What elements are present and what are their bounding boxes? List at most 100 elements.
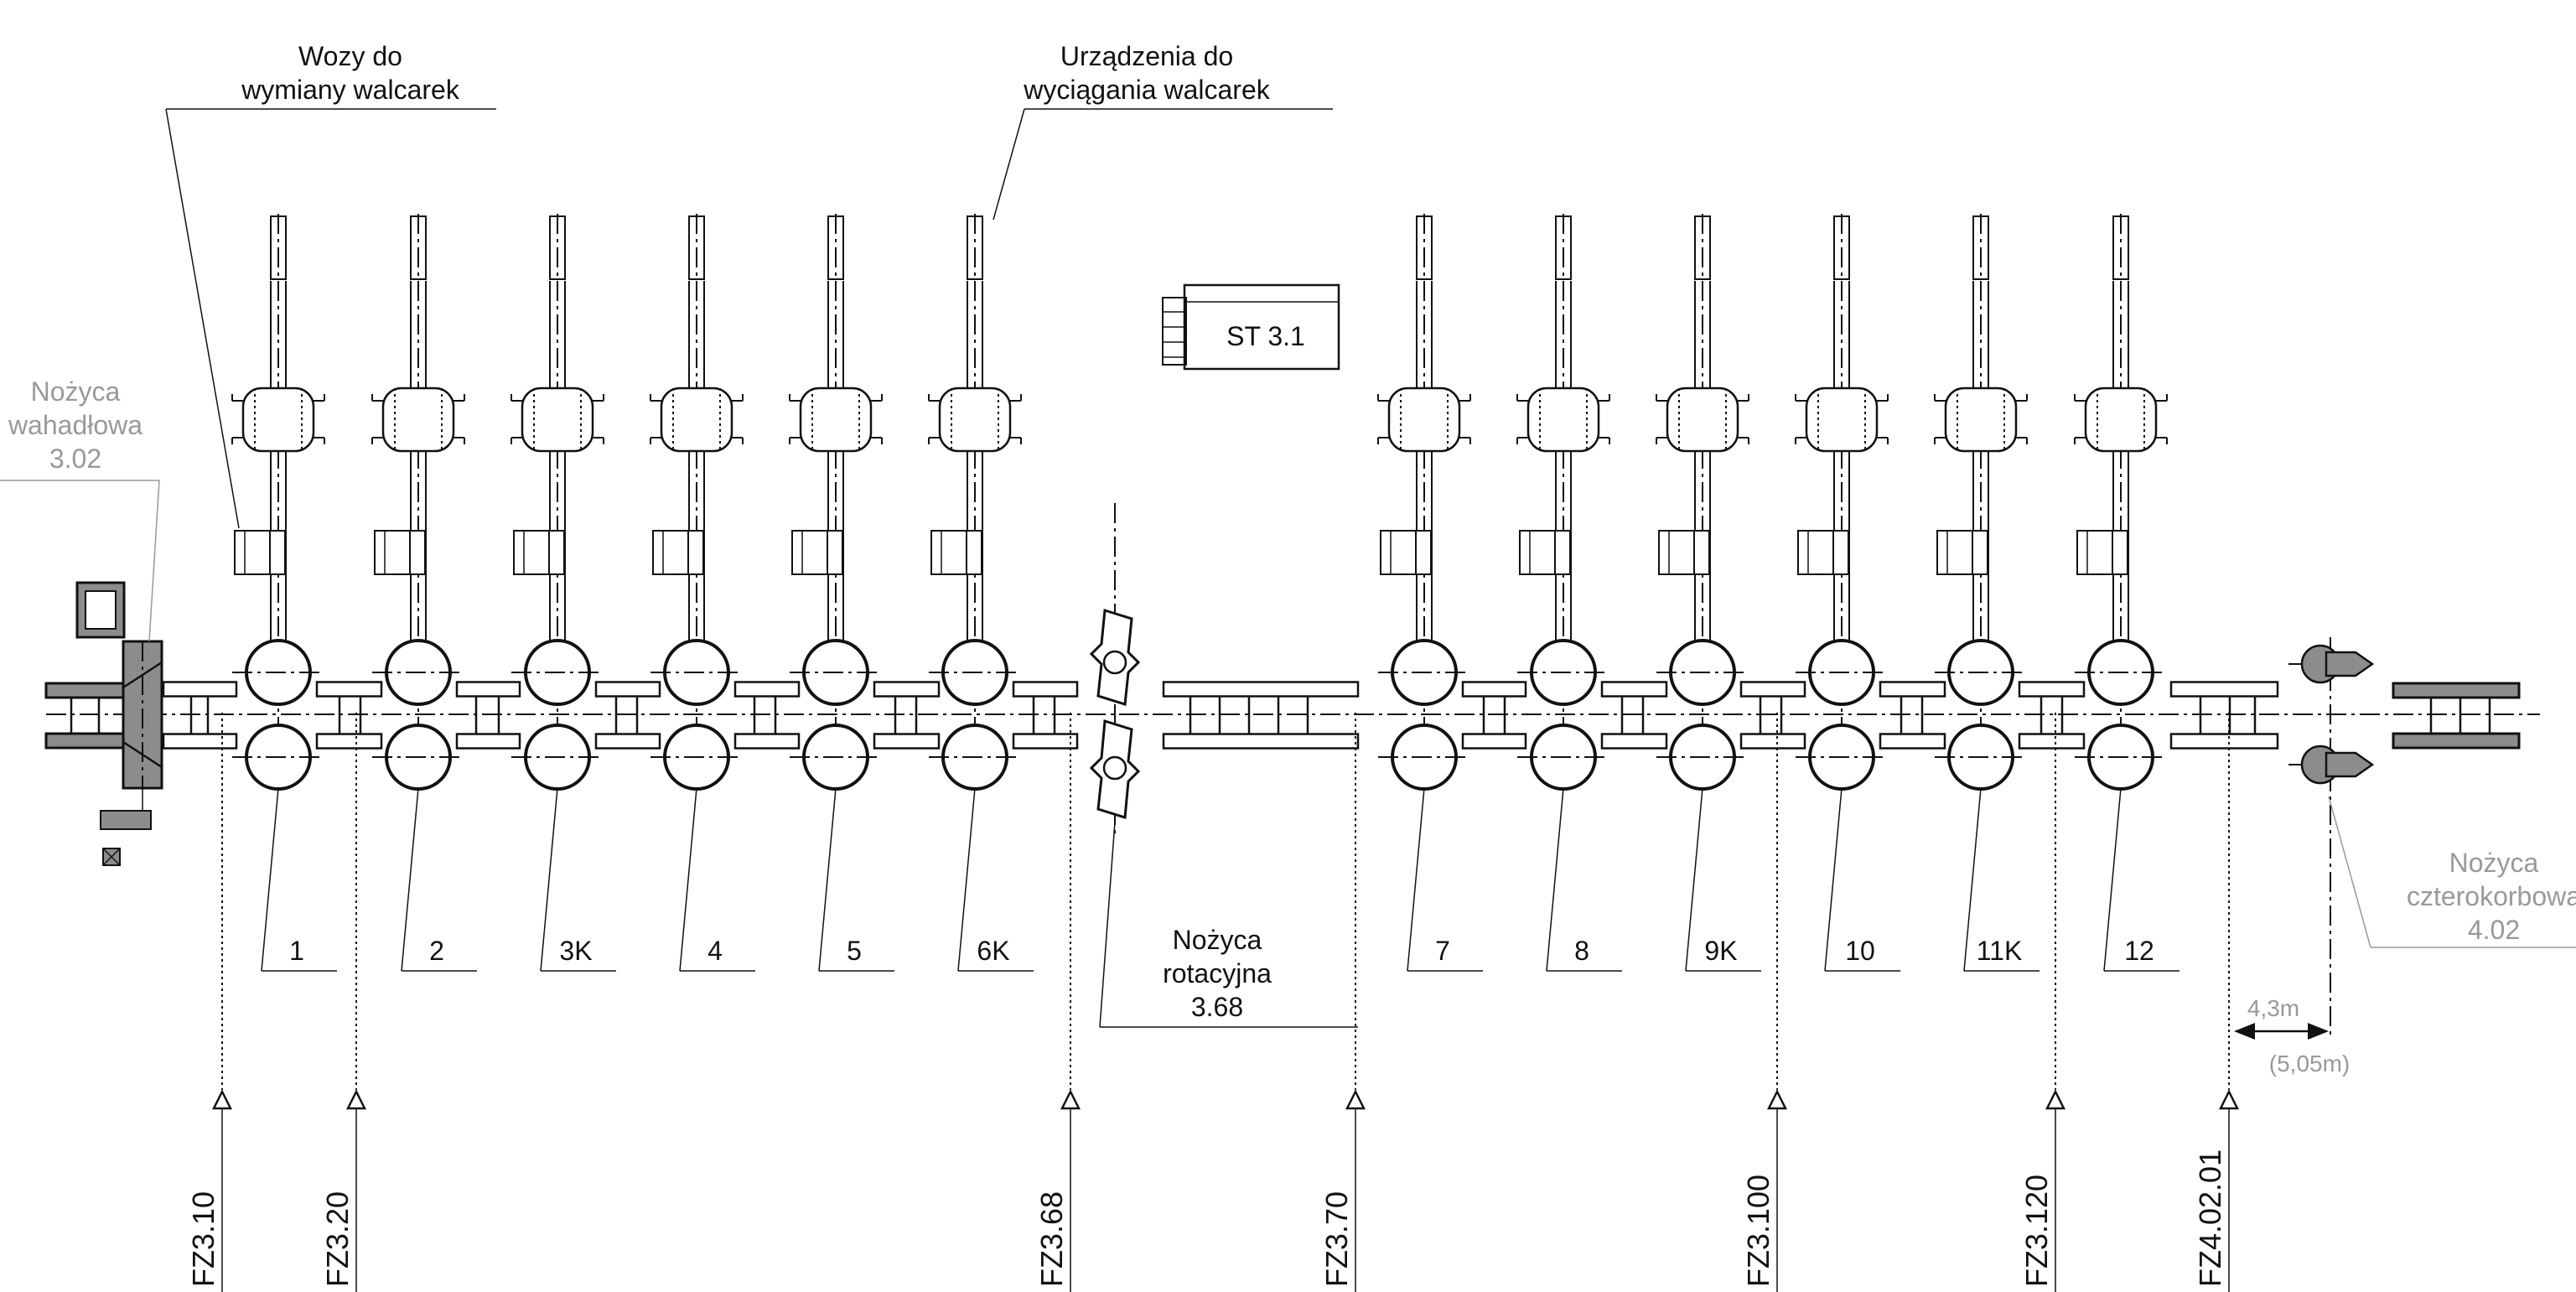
extraction-device — [799, 387, 873, 453]
sensor-label: FZ3.120 — [2019, 1175, 2054, 1287]
sensor-label: FZ3.70 — [1319, 1191, 1354, 1287]
extraction-rail-end — [410, 215, 427, 280]
extraction-rail-end — [1833, 215, 1850, 280]
rotary-shear-bottom-drum — [1102, 755, 1127, 781]
rolling-stand: 6K — [928, 214, 1034, 972]
table-bottom-rail — [1600, 733, 1668, 750]
urzadzenia-label-line1: Urządzenia do — [1060, 41, 1233, 71]
sensor-triangle — [211, 1089, 233, 1110]
rolling-stand: 11K — [1934, 214, 2040, 972]
extraction-rail-end — [549, 215, 566, 280]
stand-label: 1 — [289, 936, 304, 966]
stand-label: 7 — [1435, 936, 1450, 966]
table-bottom-rail — [1879, 733, 1946, 750]
stand-label: 9K — [1704, 936, 1737, 966]
photo-sensor: FZ3.68 — [1034, 713, 1081, 1292]
rolling-stand: 12 — [2074, 214, 2179, 972]
change-car-carrier — [409, 530, 426, 575]
table-bottom-rail — [315, 733, 383, 750]
table-top-rail — [873, 681, 941, 698]
pendulum-drive — [100, 810, 152, 830]
entry-table-bottom — [44, 732, 127, 750]
roller-table — [2169, 681, 2279, 750]
roller-table-long — [1162, 681, 1360, 750]
table-bottom-rail — [1461, 733, 1527, 750]
pendulum-motor-inner — [85, 590, 117, 630]
stand-label: 12 — [2124, 936, 2154, 966]
stand-leader — [1546, 787, 1564, 972]
table-bottom-rail — [873, 733, 941, 750]
table-bottom-rail — [455, 733, 521, 750]
table-top-rail — [2169, 681, 2279, 698]
urzadzenia-label-line2: wyciągania walcarek — [1023, 75, 1270, 105]
nozyca-czterokorbowa-line3: 4.02 — [2468, 915, 2520, 945]
extraction-rail-end — [967, 215, 983, 280]
roller-table — [733, 681, 801, 750]
stand-leader — [401, 787, 419, 972]
extraction-device — [1387, 387, 1461, 453]
table-bottom-rail — [733, 733, 801, 750]
stand-leader — [540, 787, 558, 972]
dimension-alt-value: (5,05m) — [2269, 1051, 2350, 1077]
table-bottom-rail — [1739, 733, 1806, 750]
change-car-carrier — [2112, 530, 2128, 575]
extraction-device — [1944, 387, 2018, 453]
stand-label: 10 — [1845, 936, 1875, 966]
stand-label: 4 — [707, 936, 723, 966]
nozyca-czterokorbowa-line1: Nożyca — [2449, 848, 2539, 878]
table-bottom-rail — [2018, 733, 2086, 750]
extraction-rail-end — [827, 215, 844, 280]
change-car-carrier — [548, 530, 565, 575]
table-bottom-rail — [594, 733, 661, 750]
table-top-rail — [162, 681, 238, 698]
table-top-rail — [1162, 681, 1360, 698]
roller-table — [2018, 681, 2086, 750]
extraction-rail-end — [2112, 215, 2129, 280]
exit-table-bottom — [2392, 732, 2521, 750]
sensor-triangle — [345, 1089, 367, 1110]
change-car-carrier — [687, 530, 704, 575]
roller-table — [455, 681, 521, 750]
pendulum-shear — [0, 480, 163, 866]
wozy-label-line2: wymiany walcarek — [241, 75, 460, 105]
change-car-carrier — [1832, 530, 1849, 575]
table-top-rail — [2018, 681, 2086, 698]
table-top-rail — [1879, 681, 1946, 698]
extraction-device — [1666, 387, 1739, 453]
sensor-triangle — [1060, 1089, 1081, 1110]
sensor-triangle — [2045, 1089, 2066, 1110]
extraction-rail-end — [1555, 215, 1572, 280]
extraction-rail-end — [270, 215, 287, 280]
sensor-triangle — [2218, 1089, 2240, 1110]
pendulum-leader — [148, 480, 160, 642]
dimension-arrowhead-right — [2308, 1023, 2329, 1040]
roller-table — [1600, 681, 1668, 750]
extraction-rail-end — [1694, 215, 1711, 280]
extraction-rail-end — [1972, 215, 1989, 280]
rotary-leader — [1099, 821, 1116, 1028]
table-bottom-rail — [1012, 733, 1079, 750]
rolling-stand: 5 — [789, 214, 894, 972]
stand-leader — [957, 787, 976, 972]
roller-table — [1461, 681, 1527, 750]
table-top-rail — [1739, 681, 1806, 698]
station-box-side — [1162, 297, 1187, 366]
table-top-rail — [455, 681, 521, 698]
dimension-value: 4,3m — [2247, 995, 2299, 1021]
roller-table — [873, 681, 941, 750]
stand-leader — [679, 787, 697, 972]
change-car-carrier — [966, 530, 982, 575]
stand-leader — [2103, 787, 2122, 972]
sensor-label: FZ3.100 — [1741, 1175, 1775, 1287]
stand-label: 8 — [1574, 936, 1589, 966]
entry-roller-table — [44, 682, 127, 750]
stand-leader — [261, 787, 279, 972]
extraction-device — [1526, 387, 1600, 453]
change-car-carrier — [1415, 530, 1432, 575]
photo-sensor: FZ3.20 — [320, 713, 367, 1292]
extraction-device — [381, 387, 455, 453]
change-car-carrier — [269, 530, 286, 575]
table-bottom-rail — [1162, 733, 1360, 750]
entry-table-top — [44, 682, 127, 699]
